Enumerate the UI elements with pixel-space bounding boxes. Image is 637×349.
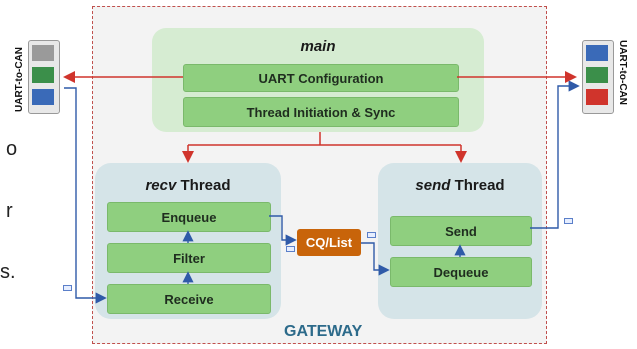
send-thread-title: send Thread (378, 177, 542, 194)
gateway-label: GATEWAY (284, 323, 363, 340)
edge-text-2: r (6, 200, 13, 222)
recv-title-italic: recv (145, 177, 177, 194)
enqueue-box: Enqueue (107, 202, 271, 232)
message-envelope-icon (564, 218, 573, 224)
enqueue-to-queue-arrow (269, 215, 297, 246)
send-title-rest: Thread (450, 177, 505, 194)
thread-initiation-box: Thread Initiation & Sync (183, 97, 459, 127)
cq-list-box: CQ/List (297, 229, 361, 256)
main-title: main (300, 38, 336, 55)
send-title-italic: send (415, 177, 451, 194)
edge-text-3: s. (0, 261, 16, 283)
edge-text-1: o (6, 138, 18, 160)
device-to-receive-arrow (64, 87, 107, 304)
message-envelope-icon (286, 246, 295, 252)
uart-configuration-box: UART Configuration (183, 64, 459, 92)
recv-thread-title: recv Thread (95, 177, 281, 194)
send-to-device-arrow (530, 80, 580, 229)
send-box: Send (390, 216, 532, 246)
recv-title-rest: Thread (176, 177, 231, 194)
left-uart-can-device-icon (28, 40, 60, 114)
message-envelope-icon (63, 285, 72, 291)
right-uart-can-device-icon (582, 40, 614, 114)
queue-to-dequeue-arrow (361, 242, 390, 276)
message-envelope-icon (367, 232, 376, 238)
dequeue-box: Dequeue (390, 257, 532, 287)
receive-box: Receive (107, 284, 271, 314)
